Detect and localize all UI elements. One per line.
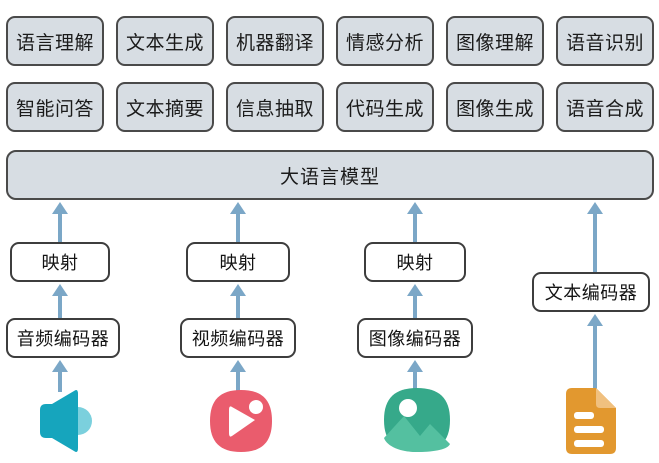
task-box-text-generation[interactable]: 文本生成: [116, 16, 214, 66]
mapping-box-image[interactable]: 映射: [364, 242, 466, 282]
encoder-box-video[interactable]: 视频编码器: [180, 318, 296, 358]
arrow-shaft: [593, 210, 597, 282]
video-play-icon: [208, 388, 274, 454]
arrow-shaft: [593, 322, 597, 392]
arrow-mapping-video-to-llm: [228, 202, 248, 242]
mapping-box-video[interactable]: 映射: [186, 242, 290, 282]
arrow-shaft: [58, 210, 62, 242]
arrow-head-icon: [52, 360, 68, 372]
encoder-box-audio[interactable]: 音频编码器: [6, 318, 120, 358]
arrow-image-icon-to-encoder: [405, 360, 425, 392]
arrow-head-icon: [407, 284, 423, 296]
task-box-image-understanding[interactable]: 图像理解: [446, 16, 544, 66]
arrow-text-icon-to-encoder: [585, 314, 605, 392]
task-box-image-generation[interactable]: 图像生成: [446, 82, 544, 132]
arrow-audio-encoder-to-mapping: [50, 284, 70, 318]
encoder-box-image[interactable]: 图像编码器: [357, 318, 473, 358]
task-box-speech-synthesis[interactable]: 语音合成: [556, 82, 654, 132]
arrow-shaft: [236, 368, 240, 392]
arrow-shaft: [413, 210, 417, 242]
audio-speaker-icon: [30, 388, 102, 454]
arrow-text-encoder-to-llm: [585, 202, 605, 282]
mapping-box-audio[interactable]: 映射: [10, 242, 110, 282]
arrow-head-icon: [52, 284, 68, 296]
arrow-shaft: [236, 210, 240, 242]
task-box-language-understanding[interactable]: 语言理解: [6, 16, 104, 66]
arrow-head-icon: [587, 314, 603, 326]
task-box-sentiment-analysis[interactable]: 情感分析: [336, 16, 434, 66]
encoder-box-text[interactable]: 文本编码器: [532, 272, 650, 312]
arrow-video-encoder-to-mapping: [228, 284, 248, 318]
task-box-information-extraction[interactable]: 信息抽取: [226, 82, 324, 132]
arrow-image-encoder-to-mapping: [405, 284, 425, 318]
task-box-machine-translation[interactable]: 机器翻译: [226, 16, 324, 66]
arrow-shaft: [236, 292, 240, 318]
image-picture-icon: [382, 386, 452, 454]
task-box-speech-recognition[interactable]: 语音识别: [556, 16, 654, 66]
arrow-head-icon: [407, 202, 423, 214]
arrow-mapping-audio-to-llm: [50, 202, 70, 242]
large-language-model-box[interactable]: 大语言模型: [6, 150, 654, 200]
arrow-shaft: [58, 368, 62, 392]
arrow-shaft: [58, 292, 62, 318]
task-box-code-generation[interactable]: 代码生成: [336, 82, 434, 132]
arrow-video-icon-to-encoder: [228, 360, 248, 392]
arrow-head-icon: [52, 202, 68, 214]
arrow-head-icon: [230, 202, 246, 214]
arrow-mapping-image-to-llm: [405, 202, 425, 242]
arrow-head-icon: [587, 202, 603, 214]
arrow-head-icon: [230, 284, 246, 296]
task-box-intelligent-qa[interactable]: 智能问答: [6, 82, 104, 132]
arrow-shaft: [413, 292, 417, 318]
arrow-head-icon: [230, 360, 246, 372]
arrow-audio-icon-to-encoder: [50, 360, 70, 392]
document-text-icon: [560, 386, 618, 456]
arrow-shaft: [413, 368, 417, 392]
arrow-head-icon: [407, 360, 423, 372]
task-box-text-summarization[interactable]: 文本摘要: [116, 82, 214, 132]
